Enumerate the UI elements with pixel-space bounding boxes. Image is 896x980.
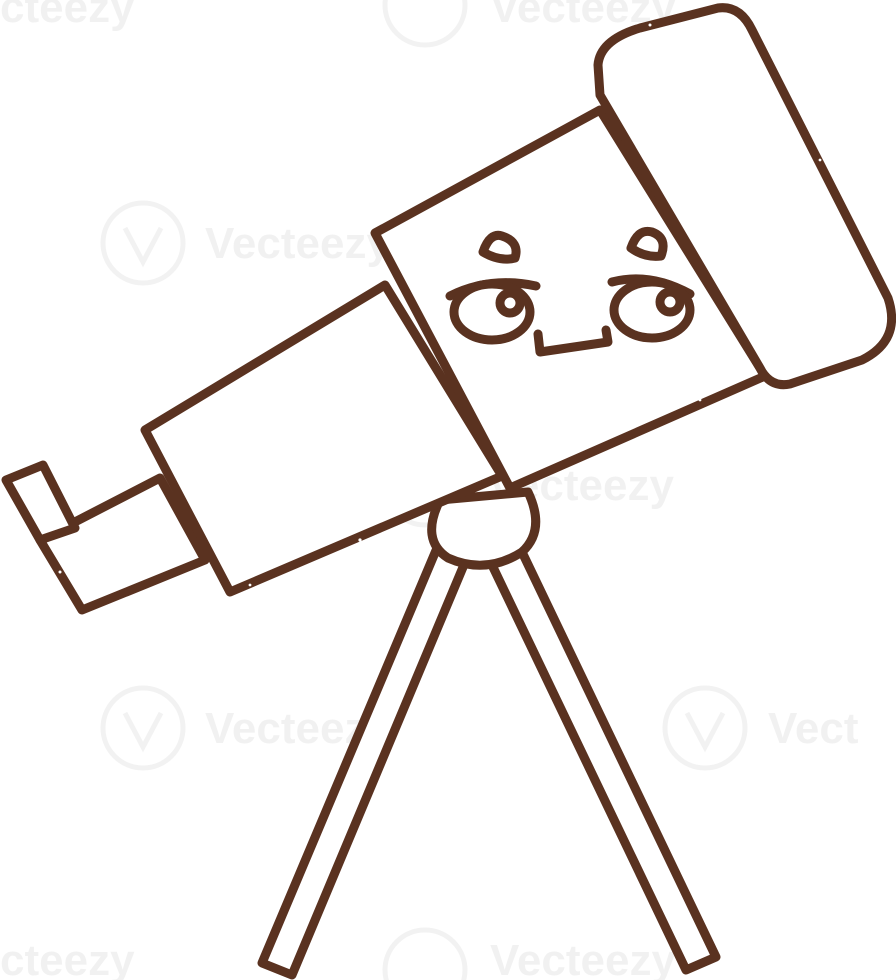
vecteezy-logo-icon bbox=[382, 927, 468, 980]
mouth bbox=[533, 325, 613, 357]
watermark-text: cteezy bbox=[0, 0, 135, 32]
vecteezy-logo-icon bbox=[100, 200, 186, 286]
tripod-mount-knob bbox=[427, 487, 541, 570]
watermark-text: Vect bbox=[768, 704, 859, 753]
vecteezy-logo-icon bbox=[662, 685, 748, 771]
watermark-text: cteezy bbox=[0, 936, 135, 980]
tripod-leg-left bbox=[257, 543, 471, 980]
vecteezy-logo-icon bbox=[382, 0, 468, 48]
eyepiece bbox=[1, 460, 210, 615]
right-pupil bbox=[655, 287, 685, 317]
charcoal-texture bbox=[23, 23, 882, 882]
vecteezy-logo-icon bbox=[100, 685, 186, 771]
right-cheek-mark bbox=[626, 226, 668, 261]
watermark-text: Vecteezy bbox=[205, 219, 391, 268]
telescope-lens-hood bbox=[593, 3, 896, 390]
watermark-text: Vecteezy bbox=[490, 936, 676, 980]
left-pupil bbox=[495, 288, 525, 318]
eyepiece-tube bbox=[35, 473, 210, 615]
eyepiece-cap bbox=[1, 460, 80, 545]
telescope-face bbox=[445, 226, 695, 357]
left-cheek-mark bbox=[478, 230, 521, 264]
tripod-legs bbox=[257, 543, 721, 980]
